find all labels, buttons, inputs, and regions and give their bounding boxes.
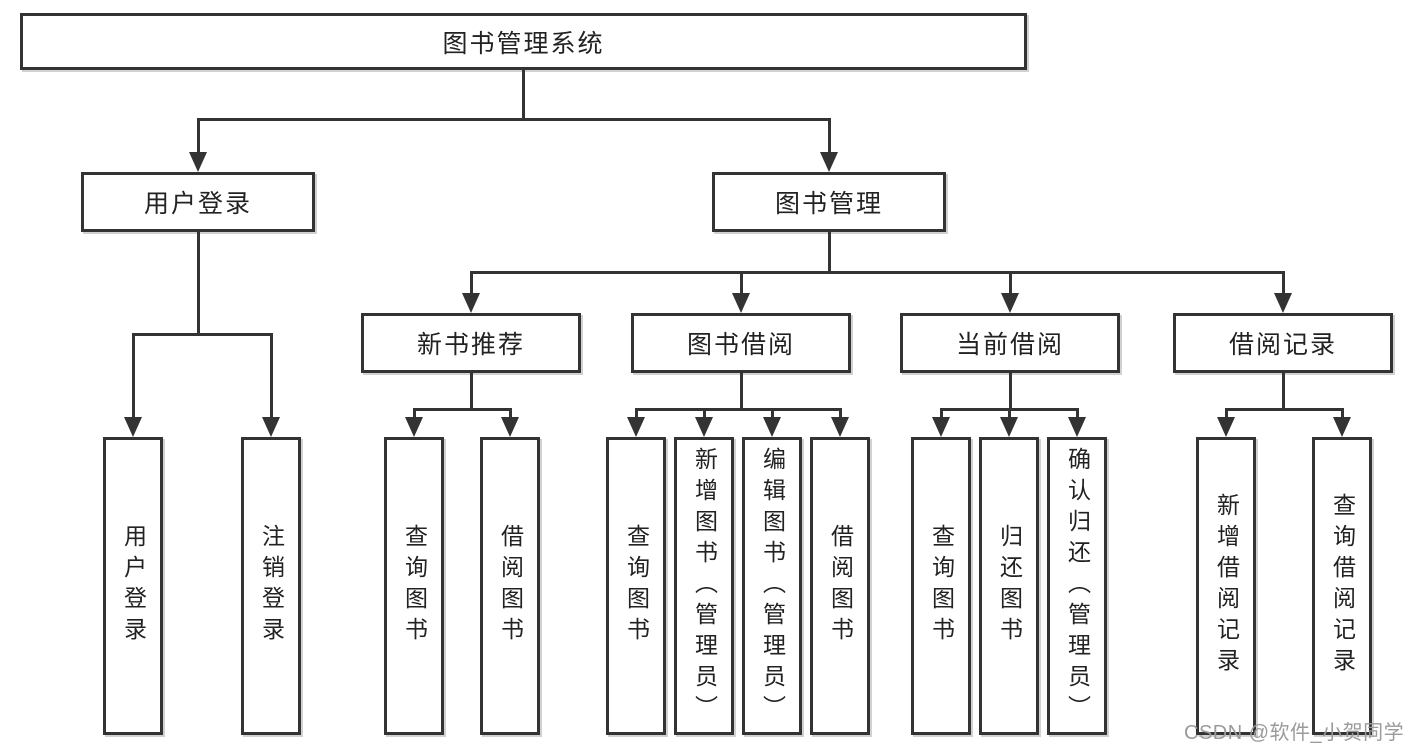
watermark: CSDN @软件_小贺同学 — [1184, 722, 1405, 744]
connector-mgmt-child-stem-4 — [1282, 271, 1285, 295]
arrowhead-leaf-user-login — [124, 417, 142, 437]
connector-l4-stem — [1225, 408, 1228, 420]
arrowhead-leaf — [1068, 417, 1086, 437]
leaf-query-books-newbook: 查询图书 — [384, 437, 444, 735]
arrowhead-leaf — [932, 417, 950, 437]
node-current-borrow: 当前借阅 — [900, 313, 1120, 373]
node-root-label: 图书管理系统 — [442, 29, 605, 58]
leaf-add-book-admin-label: 新增图书（管理员） — [691, 446, 718, 726]
connector-user-rail — [132, 333, 273, 336]
leaf-return-book: 归还图书 — [979, 437, 1039, 735]
leaf-return-book-label: 归还图书 — [996, 524, 1023, 648]
connector-l4-stem — [703, 408, 706, 420]
arrowhead-leaf — [1000, 417, 1018, 437]
connector-user-child-stem-1 — [132, 333, 135, 419]
arrowhead-leaf-logout — [262, 417, 280, 437]
leaf-query-borrow-record: 查询借阅记录 — [1312, 437, 1372, 735]
connector-l2-stem-right — [828, 118, 831, 154]
arrowhead-leaf — [763, 417, 781, 437]
leaf-query-books-newbook-label: 查询图书 — [401, 524, 428, 648]
node-user-login: 用户登录 — [81, 172, 315, 232]
node-book-management-label: 图书管理 — [774, 190, 883, 218]
arrowhead-current-borrow — [1001, 293, 1019, 313]
leaf-user-login-label: 用户登录 — [120, 524, 147, 648]
arrowhead-user-login — [189, 152, 207, 172]
leaf-add-borrow-record-label: 新增借阅记录 — [1213, 493, 1240, 679]
leaf-borrow-books-borrow-label: 借阅图书 — [827, 524, 854, 648]
leaf-query-borrow-record-label: 查询借阅记录 — [1329, 493, 1356, 679]
leaf-user-login: 用户登录 — [103, 437, 163, 735]
arrowhead-leaf — [627, 417, 645, 437]
node-current-borrow-label: 当前借阅 — [955, 331, 1064, 359]
connector-l2-stem-left — [197, 118, 200, 154]
connector-borrow-stem — [740, 373, 743, 408]
arrowhead-leaf — [405, 417, 423, 437]
connector-user-stem — [197, 232, 200, 333]
arrowhead-leaf — [501, 417, 519, 437]
leaf-query-books-borrow-label: 查询图书 — [623, 524, 650, 648]
connector-l4-stem — [839, 408, 842, 420]
connector-l4-stem — [771, 408, 774, 420]
leaf-edit-book-admin-label: 编辑图书（管理员） — [759, 446, 786, 726]
leaf-query-books-borrow: 查询图书 — [606, 437, 666, 735]
node-new-book-recommend-label: 新书推荐 — [416, 331, 525, 359]
leaf-query-books-current-label: 查询图书 — [928, 524, 955, 648]
connector-l4-stem — [1008, 408, 1011, 420]
arrowhead-leaf — [831, 417, 849, 437]
connector-mgmt-child-stem-3 — [1009, 271, 1012, 295]
connector-l4-stem — [1076, 408, 1079, 420]
node-new-book-recommend: 新书推荐 — [361, 313, 581, 373]
connector-mgmt-child-stem-2 — [740, 271, 743, 295]
connector-borrow-rail — [635, 408, 841, 411]
leaf-confirm-return-admin-label: 确认归还（管理员） — [1064, 446, 1091, 726]
arrowhead-book-management — [820, 152, 838, 172]
arrowhead-leaf — [1333, 417, 1351, 437]
arrowhead-borrow-records — [1274, 293, 1292, 313]
node-book-management: 图书管理 — [712, 172, 946, 232]
leaf-add-borrow-record: 新增借阅记录 — [1196, 437, 1256, 735]
node-root: 图书管理系统 — [20, 13, 1027, 70]
arrowhead-leaf — [1217, 417, 1235, 437]
connector-l4-stem — [1341, 408, 1344, 420]
leaf-borrow-books-newbook: 借阅图书 — [480, 437, 540, 735]
connector-l4-stem — [509, 408, 512, 420]
connector-newbook-stem — [470, 373, 473, 408]
connector-mgmt-child-stem-1 — [470, 271, 473, 295]
node-user-login-label: 用户登录 — [143, 190, 252, 218]
connector-current-stem — [1009, 373, 1012, 408]
connector-records-rail — [1225, 408, 1343, 411]
connector-l2-rail — [197, 118, 831, 121]
leaf-add-book-admin: 新增图书（管理员） — [674, 437, 734, 735]
connector-root-stem — [522, 70, 525, 118]
leaf-borrow-books-newbook-label: 借阅图书 — [497, 524, 524, 648]
leaf-logout: 注销登录 — [241, 437, 301, 735]
connector-mgmt-stem — [828, 232, 831, 271]
leaf-logout-label: 注销登录 — [258, 524, 285, 648]
connector-l4-stem — [413, 408, 416, 420]
connector-records-stem — [1282, 373, 1285, 408]
connector-l4-stem — [940, 408, 943, 420]
connector-mgmt-rail — [470, 271, 1284, 274]
leaf-borrow-books-borrow: 借阅图书 — [810, 437, 870, 735]
leaf-edit-book-admin: 编辑图书（管理员） — [742, 437, 802, 735]
leaf-query-books-current: 查询图书 — [911, 437, 971, 735]
connector-l4-stem — [635, 408, 638, 420]
node-book-borrow-label: 图书借阅 — [686, 331, 795, 359]
connector-user-child-stem-2 — [270, 333, 273, 419]
arrowhead-new-book — [462, 293, 480, 313]
node-borrow-records-label: 借阅记录 — [1228, 331, 1337, 359]
node-book-borrow: 图书借阅 — [631, 313, 851, 373]
leaf-confirm-return-admin: 确认归还（管理员） — [1047, 437, 1107, 735]
arrowhead-leaf — [695, 417, 713, 437]
connector-newbook-rail — [413, 408, 511, 411]
arrowhead-book-borrow — [732, 293, 750, 313]
node-borrow-records: 借阅记录 — [1173, 313, 1393, 373]
